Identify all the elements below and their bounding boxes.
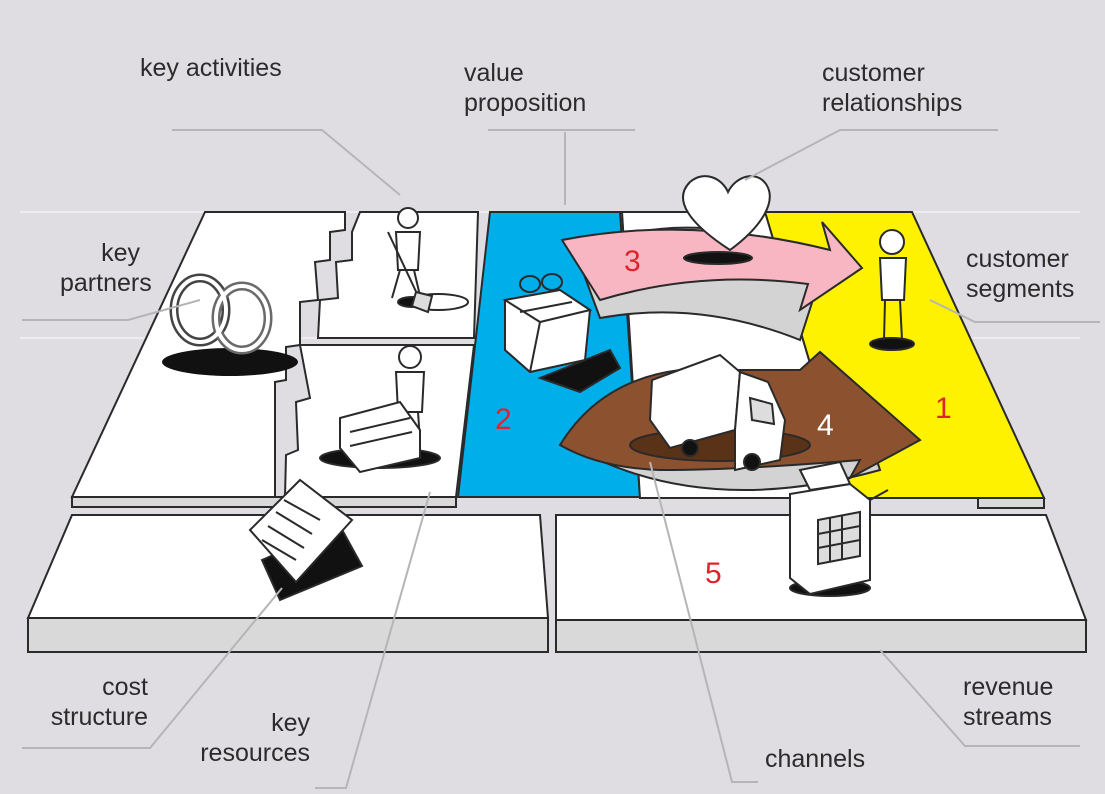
step-number-3: 3 [624, 245, 641, 278]
standing-person-icon [869, 229, 915, 351]
revenue-streams-label: revenue streams [963, 673, 1054, 731]
key-activities-label: key activities [140, 54, 282, 82]
cost-structure-label: cost structure [50, 673, 148, 731]
customer-relationships-label: customer relationships [822, 59, 963, 117]
channels-label: channels [765, 745, 866, 773]
key-partners-label: key partners [60, 239, 152, 297]
key-resources-label: key resources [200, 709, 310, 767]
board-sides [27, 496, 1087, 653]
contract-document-icon [248, 478, 364, 602]
digging-person-icon [387, 207, 469, 314]
step-number-5: 5 [705, 557, 722, 590]
heart-icon [682, 175, 771, 265]
step-number-1: 1 [935, 392, 952, 425]
cash-register-icon [789, 460, 889, 597]
rings-icon [162, 273, 298, 376]
value-proposition-label: value proposition [464, 59, 587, 117]
truck-icon [629, 353, 811, 472]
customer-segments-label: customer segments [966, 245, 1075, 303]
person-with-machine-icon [319, 345, 441, 474]
step-number-2: 2 [495, 403, 512, 436]
step-number-4: 4 [817, 409, 834, 442]
gift-icon [502, 273, 622, 394]
leader-lines [22, 129, 1100, 789]
customer-relationships-arrow [560, 221, 864, 313]
